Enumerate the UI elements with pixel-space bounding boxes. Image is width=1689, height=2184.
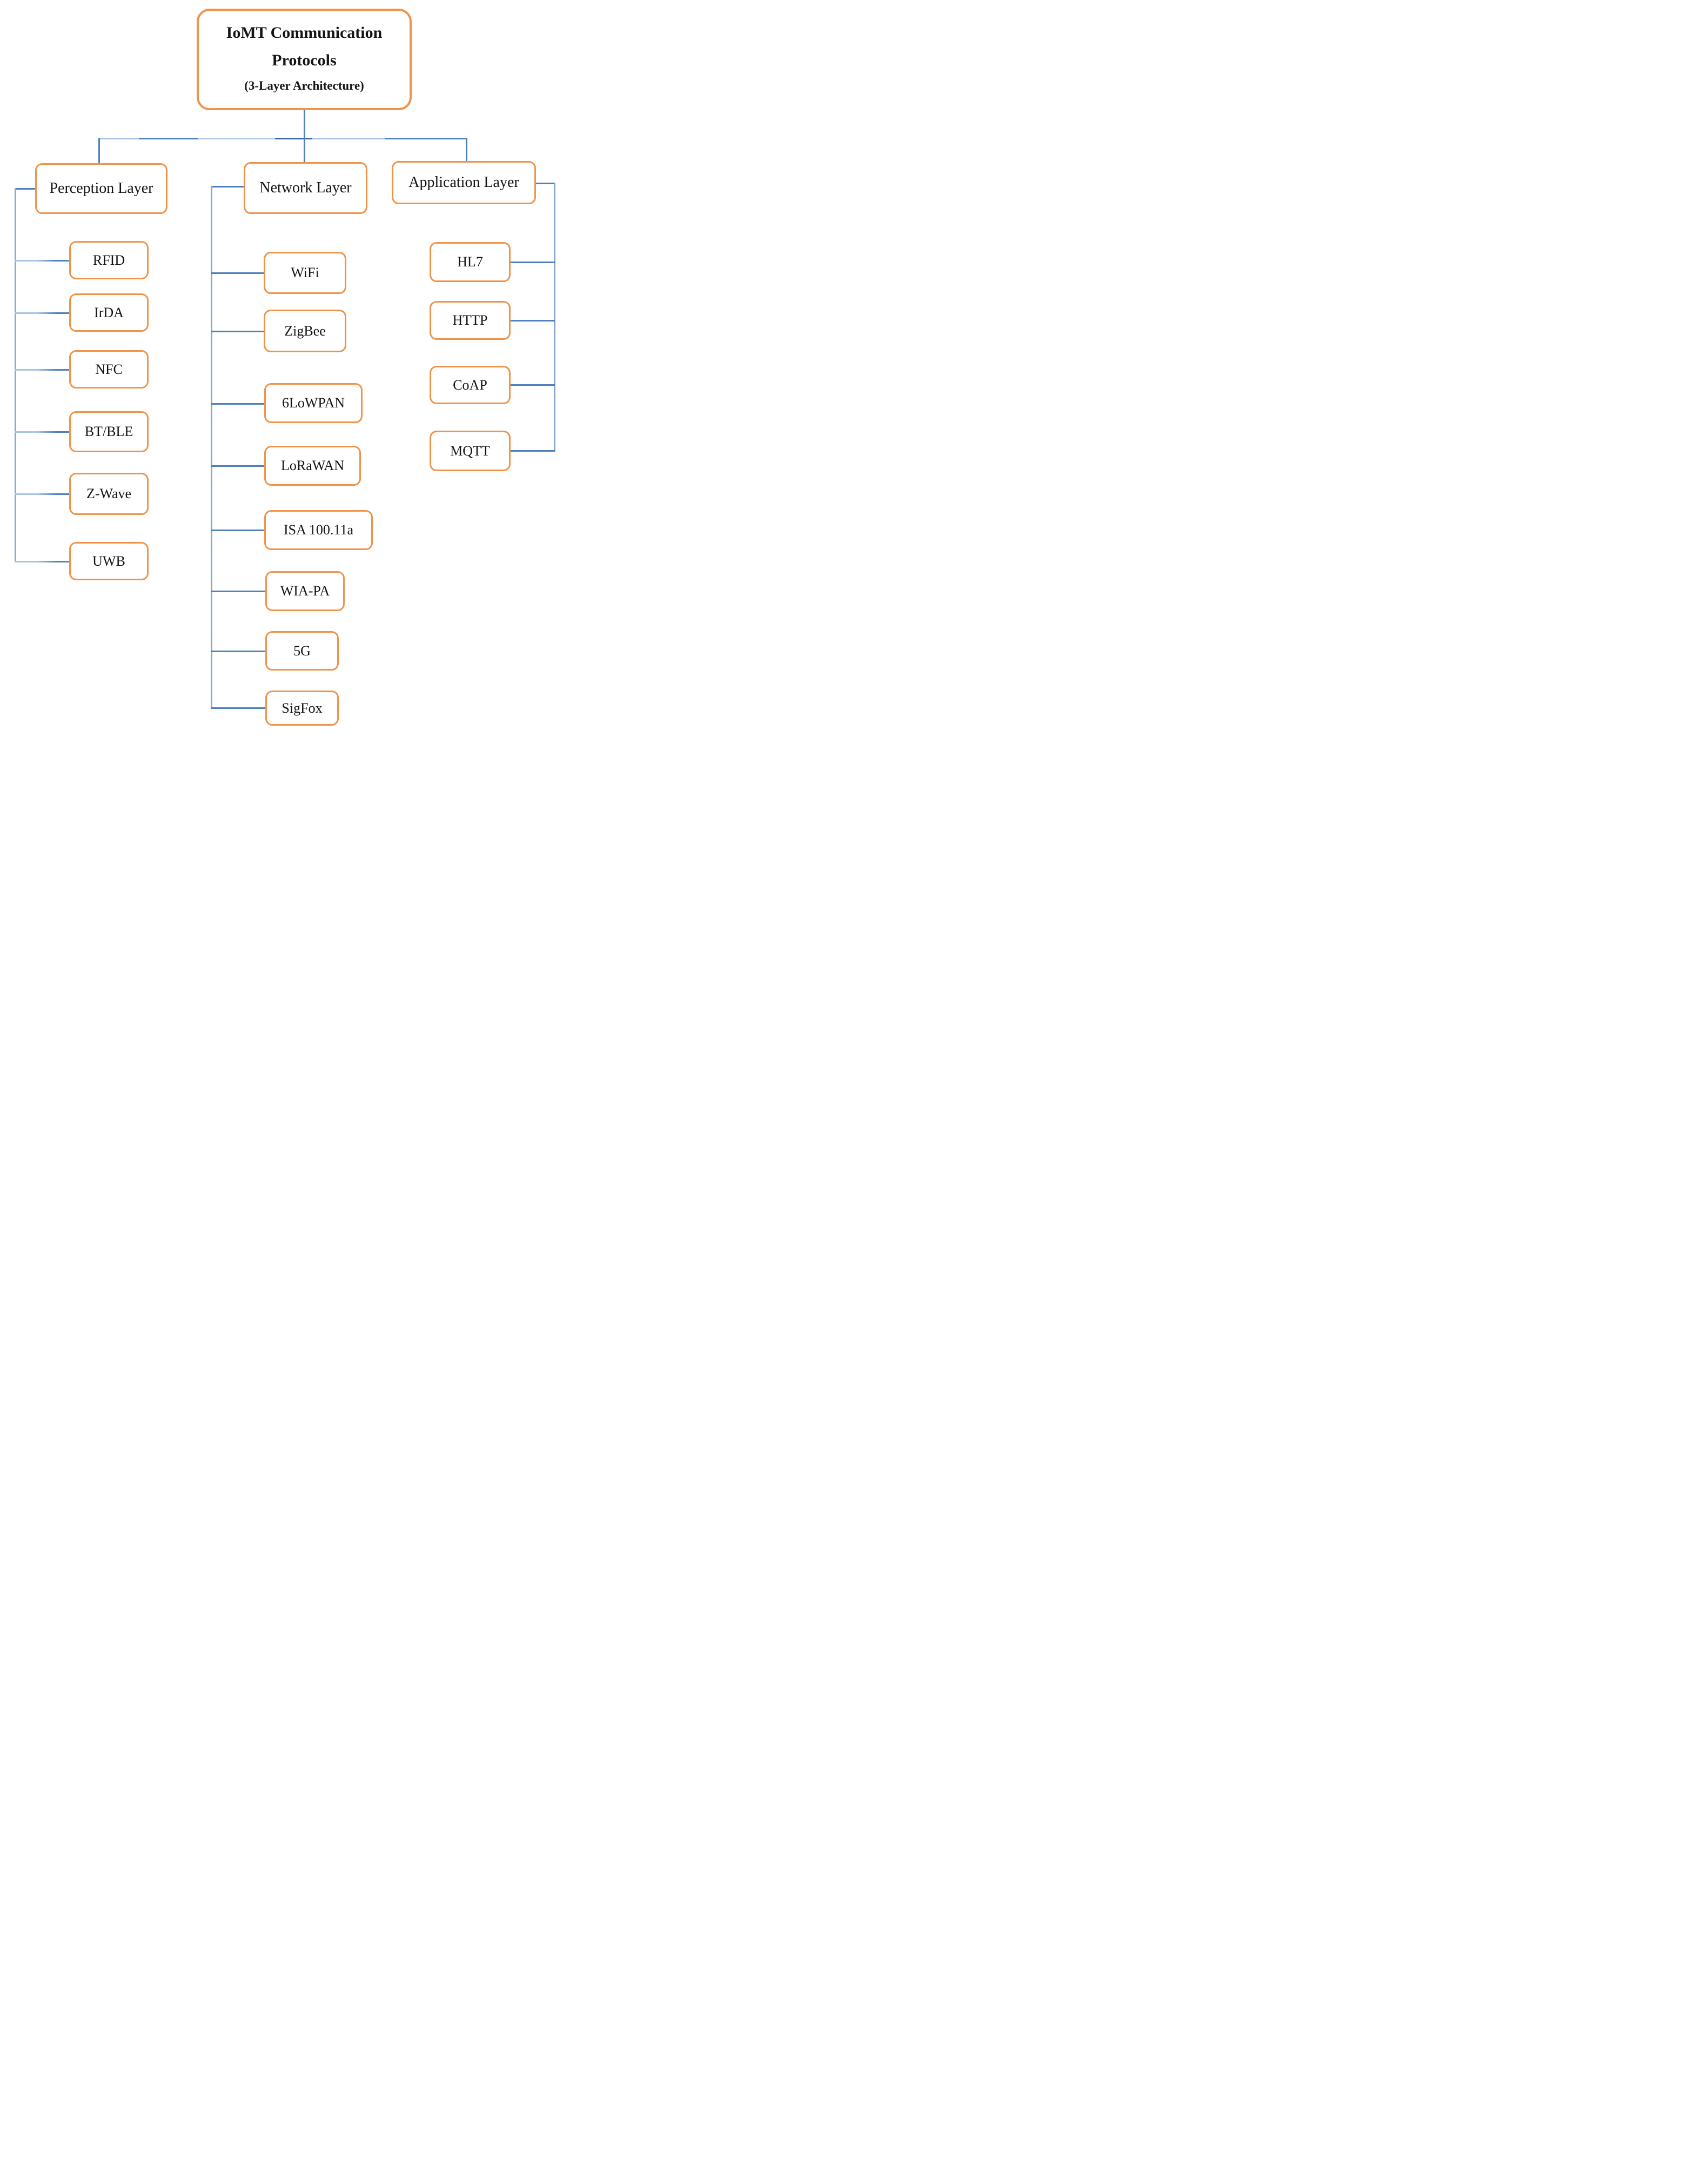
layer-network: Network Layer xyxy=(244,162,367,214)
root-title-line2: Protocols xyxy=(272,51,337,69)
connector-stub-zigbee xyxy=(211,331,265,332)
node-rfid-label: RFID xyxy=(92,252,125,268)
node-isa100-label: ISA 100.11a xyxy=(283,522,354,538)
node-hl7-label: HL7 xyxy=(457,254,483,270)
connector-stub-uwb xyxy=(15,561,70,562)
connector-stub-wifi xyxy=(211,272,265,274)
node-mqtt-label: MQTT xyxy=(450,443,490,459)
connector-network-trunk xyxy=(211,186,212,709)
connector-stub-nfc xyxy=(15,369,70,371)
connector-application-header-stub xyxy=(536,183,555,184)
connector-main-horizontal xyxy=(98,138,466,139)
connector-stub-sigfox xyxy=(211,707,266,709)
layer-network-label: Network Layer xyxy=(259,179,352,197)
node-lorawan-label: LoRaWAN xyxy=(281,458,344,474)
node-5g-label: 5G xyxy=(293,642,311,659)
connector-stub-irda xyxy=(15,312,70,314)
node-lorawan: LoRaWAN xyxy=(264,446,361,486)
node-btble-label: BT/BLE xyxy=(84,424,133,440)
connector-perception-header-stub xyxy=(15,188,36,190)
root-subtitle: (3-Layer Architecture) xyxy=(244,78,364,92)
node-wifi-label: WiFi xyxy=(291,265,319,281)
node-sigfox: SigFox xyxy=(265,691,339,726)
node-uwb-label: UWB xyxy=(92,553,125,569)
node-nfc: NFC xyxy=(69,350,149,388)
layer-perception: Perception Layer xyxy=(35,163,167,214)
connector-stub-http xyxy=(511,320,555,321)
connector-stub-5g xyxy=(211,651,266,652)
node-6lowpan: 6LoWPAN xyxy=(264,383,363,423)
connector-perception-trunk xyxy=(15,188,16,562)
node-nfc-label: NFC xyxy=(95,361,123,377)
node-sigfox-label: SigFox xyxy=(282,700,323,716)
node-zwave: Z-Wave xyxy=(69,473,149,515)
connector-network-header-stub xyxy=(211,186,245,187)
node-irda: IrDA xyxy=(69,293,149,332)
node-wifi: WiFi xyxy=(264,252,346,294)
connector-stub-hl7 xyxy=(511,262,555,263)
root-title-line1: IoMT Communication xyxy=(226,24,383,42)
connector-stub-6lowpan xyxy=(211,403,265,405)
layer-application-label: Application Layer xyxy=(408,174,519,191)
node-hl7: HL7 xyxy=(430,242,511,282)
connector-application-trunk xyxy=(554,183,555,452)
connector-stub-btble xyxy=(15,431,70,433)
layer-perception-label: Perception Layer xyxy=(49,180,153,197)
node-isa100: ISA 100.11a xyxy=(264,510,373,550)
connector-stub-wiapa xyxy=(211,591,266,592)
node-wiapa: WIA-PA xyxy=(265,571,345,611)
node-zwave-label: Z-Wave xyxy=(86,486,132,502)
layer-application: Application Layer xyxy=(392,161,536,204)
connector-root-drop xyxy=(304,110,305,138)
node-6lowpan-label: 6LoWPAN xyxy=(282,395,345,411)
connector-stub-coap xyxy=(511,384,555,386)
connector-stub-isa100 xyxy=(211,530,265,531)
connector-drop-network xyxy=(304,138,305,163)
node-coap: CoAP xyxy=(430,366,511,404)
node-5g: 5G xyxy=(265,631,339,671)
node-mqtt: MQTT xyxy=(430,431,511,471)
node-wiapa-label: WIA-PA xyxy=(280,583,330,599)
node-http-label: HTTP xyxy=(452,312,488,329)
node-http: HTTP xyxy=(430,301,511,340)
connector-stub-zwave xyxy=(15,493,70,495)
connector-stub-mqtt xyxy=(511,450,555,452)
connector-drop-application xyxy=(466,138,467,162)
connector-stub-lorawan xyxy=(211,465,265,467)
node-btble: BT/BLE xyxy=(69,411,149,452)
node-coap-label: CoAP xyxy=(453,377,487,393)
node-zigbee: ZigBee xyxy=(264,310,346,352)
node-irda-label: IrDA xyxy=(94,304,124,320)
connector-drop-perception xyxy=(98,138,100,164)
node-uwb: UWB xyxy=(69,542,149,580)
node-zigbee-label: ZigBee xyxy=(284,323,326,339)
node-rfid: RFID xyxy=(69,241,149,279)
connector-stub-rfid xyxy=(15,260,70,262)
